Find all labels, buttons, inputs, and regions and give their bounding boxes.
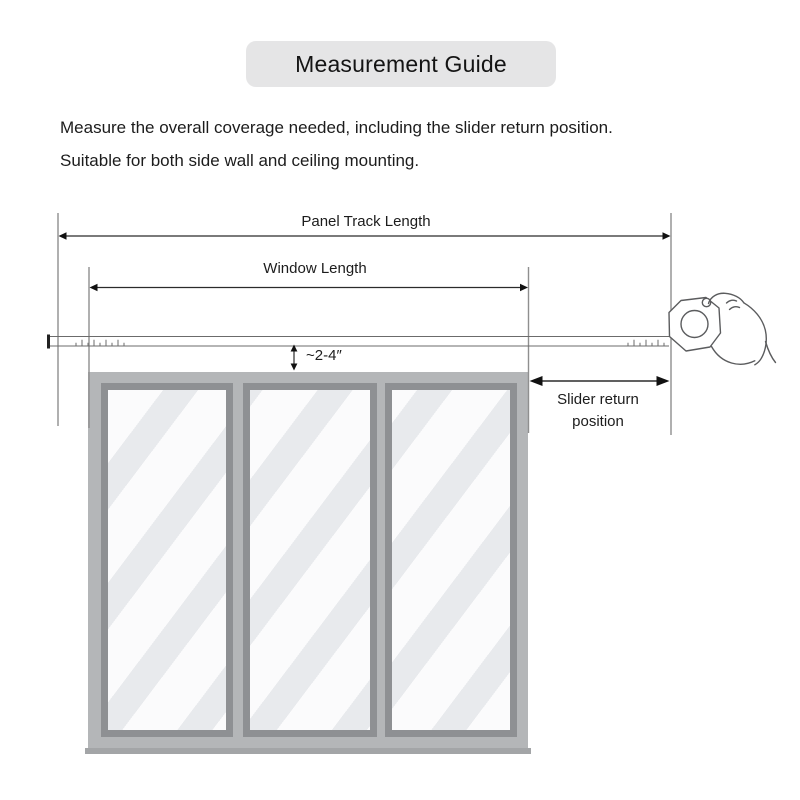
arrowhead-right <box>662 232 671 240</box>
window-sill <box>85 748 531 754</box>
tape-measure-body <box>668 296 722 352</box>
thumb-outline <box>707 292 745 305</box>
window-length-arrow <box>89 283 528 292</box>
slider-return-label-line-1: Slider return <box>557 391 639 408</box>
window-glass <box>392 390 510 730</box>
window-pane-3 <box>385 383 517 737</box>
tape-tick-marks <box>75 339 665 346</box>
panel-track-length-label: Panel Track Length <box>301 213 431 230</box>
arrowhead-up <box>290 344 298 352</box>
arrowhead-left <box>529 376 543 386</box>
title-badge: Measurement Guide <box>246 41 556 87</box>
panel-track-arrow <box>58 232 671 240</box>
page-title: Measurement Guide <box>295 50 507 77</box>
slider-return-label-line-2: position <box>572 413 624 430</box>
tape-lock-knob <box>701 297 712 308</box>
gap-arrow <box>290 344 298 371</box>
description-line-2: Suitable for both side wall and ceiling … <box>60 151 420 170</box>
tape-band <box>47 334 669 349</box>
window-glass <box>108 390 226 730</box>
slider-return-label: Slider return position <box>522 389 674 433</box>
description-line-1: Measure the overall coverage needed, inc… <box>60 118 613 137</box>
arrowhead-right <box>520 283 528 292</box>
window-pane-2 <box>243 383 377 737</box>
window-glass <box>250 390 370 730</box>
tape-measure-in-hand-icon <box>668 292 777 366</box>
three-panel-window-illustration <box>88 372 528 748</box>
window-length-label: Window Length <box>263 260 367 277</box>
arrowhead-down <box>290 363 298 371</box>
extension-lines <box>57 213 672 435</box>
tape-reel-circle <box>680 309 709 339</box>
window-pane-1 <box>101 383 233 737</box>
arrowhead-left <box>89 283 98 292</box>
arrowhead-right <box>656 376 670 386</box>
thumb-crease-2 <box>728 305 741 311</box>
tape-hook <box>47 334 50 349</box>
hand-icon <box>707 292 777 366</box>
thumb-crease-1 <box>725 299 738 304</box>
wrist-line <box>764 340 777 364</box>
description: Measure the overall coverage needed, inc… <box>60 111 750 177</box>
gap-label: ~2-4″ <box>306 347 342 364</box>
slider-return-arrow <box>529 376 670 386</box>
arrowhead-left <box>58 232 67 240</box>
hand-back-outline <box>743 302 767 366</box>
finger-outline <box>710 345 756 365</box>
